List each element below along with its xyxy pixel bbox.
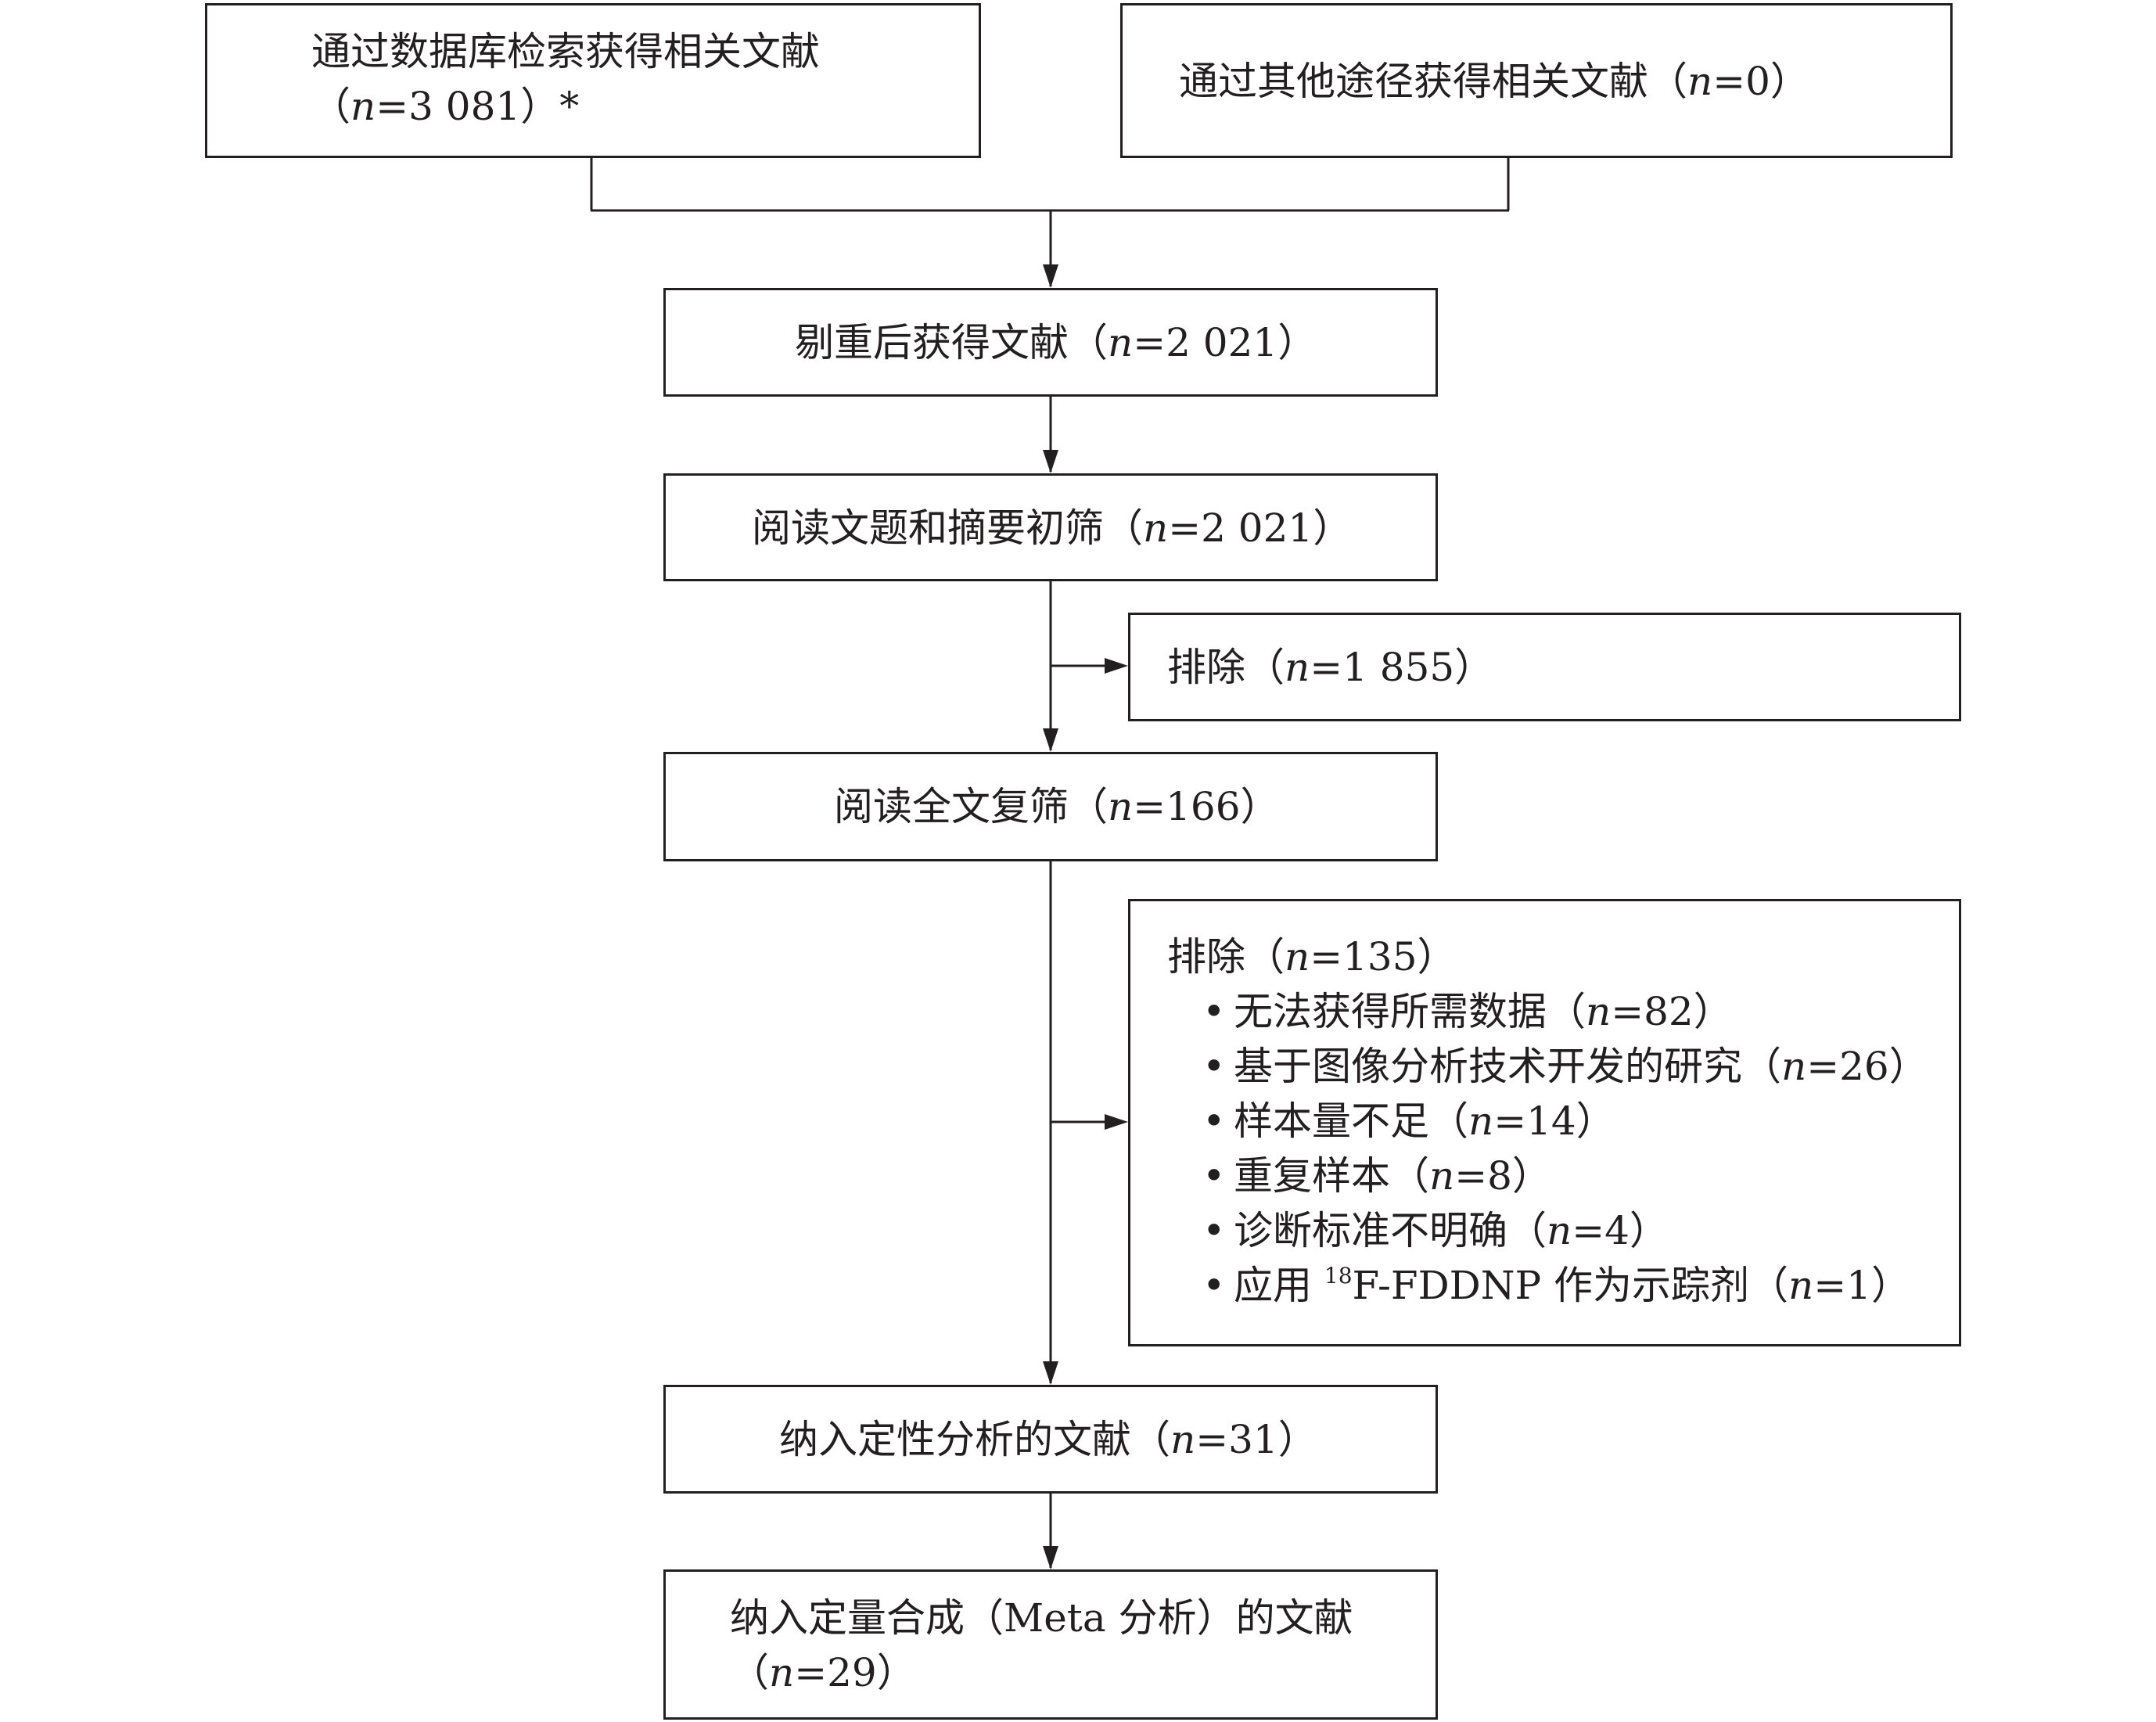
- exclusion-reason: •基于图像分析技术开发的研究（n=26）: [1202, 1039, 1928, 1094]
- exclude-2-header: 排除（n=135）: [1167, 929, 1457, 984]
- reason-n: n: [1788, 1263, 1814, 1308]
- box-other-sources: 通过其他途径获得相关文献（n=0）: [1120, 3, 1953, 158]
- other-sources-value: =0）: [1712, 59, 1809, 104]
- exclude-1-text: 排除（n=1 855）: [1167, 640, 1493, 695]
- exclusion-reason: •无法获得所需数据（n=82）: [1202, 984, 1733, 1039]
- arrowhead-quantitative: [1043, 1546, 1058, 1569]
- other-sources-n: n: [1687, 59, 1713, 104]
- arrowhead-exclude-2: [1105, 1114, 1128, 1130]
- bullet: •: [1202, 989, 1226, 1034]
- qualitative-label: 纳入定性分析的文献（: [779, 1417, 1170, 1462]
- db-search-n: n: [350, 84, 376, 129]
- reason-label: 诊断标准不明确（: [1234, 1208, 1547, 1253]
- quantitative-line1: 纳入定量合成（Meta 分析）的文献: [730, 1595, 1353, 1641]
- other-sources-text: 通过其他途径获得相关文献（n=0）: [1179, 54, 1809, 109]
- qualitative-text: 纳入定性分析的文献（n=31）: [779, 1412, 1317, 1467]
- db-search-line1: 通过数据库检索获得相关文献: [311, 29, 820, 74]
- exclude-1-label: 排除（: [1167, 645, 1285, 690]
- db-search-open: （: [311, 84, 350, 129]
- qualitative-n: n: [1170, 1417, 1196, 1462]
- reason-value: =14）: [1493, 1098, 1615, 1144]
- arrowhead-exclude-1: [1105, 658, 1128, 674]
- full-text-text: 阅读全文复筛（n=166）: [834, 779, 1280, 834]
- db-search-count: （n=3 081）*: [311, 79, 579, 134]
- reason-label: 无法获得所需数据（: [1234, 989, 1586, 1034]
- quantitative-value: =29）: [794, 1650, 916, 1695]
- bullet: •: [1202, 1153, 1226, 1199]
- exclude-1-n: n: [1285, 645, 1310, 690]
- arrowhead-dedup: [1043, 264, 1058, 288]
- exclude-2-label: 排除（: [1167, 934, 1285, 980]
- exclude-2-n: n: [1285, 934, 1310, 980]
- qualitative-value: =31）: [1195, 1417, 1317, 1462]
- box-qualitative-synthesis: 纳入定性分析的文献（n=31）: [663, 1385, 1438, 1494]
- isotope-superscript: 18: [1324, 1263, 1353, 1289]
- bullet: •: [1202, 1208, 1226, 1253]
- bullet: •: [1202, 1098, 1226, 1144]
- dedup-value: =2 021）: [1133, 320, 1317, 365]
- box-exclusion-1: 排除（n=1 855）: [1128, 613, 1961, 721]
- title-abstract-value: =2 021）: [1168, 505, 1353, 551]
- dedup-label: 剔重后获得文献（: [795, 320, 1108, 365]
- quantitative-count: （n=29）: [730, 1645, 916, 1700]
- reason-value: =8）: [1454, 1153, 1551, 1199]
- box-quantitative-synthesis: 纳入定量合成（Meta 分析）的文献 （n=29）: [663, 1569, 1438, 1720]
- bullet: •: [1202, 1263, 1226, 1308]
- arrowhead-title-abstract: [1043, 450, 1058, 473]
- arrowhead-qualitative: [1043, 1361, 1058, 1385]
- quantitative-open: （: [730, 1650, 769, 1695]
- full-text-n: n: [1108, 784, 1134, 829]
- reason-n: n: [1468, 1098, 1494, 1144]
- full-text-value: =166）: [1133, 784, 1280, 829]
- reason-value: =1）: [1813, 1263, 1910, 1308]
- quantitative-n: n: [769, 1650, 795, 1695]
- exclusion-reason: •重复样本（n=8）: [1202, 1149, 1551, 1203]
- reason-value: =82）: [1611, 989, 1733, 1034]
- box-database-search: 通过数据库检索获得相关文献 （n=3 081）*: [205, 3, 981, 158]
- title-abstract-n: n: [1143, 505, 1169, 551]
- box-title-abstract-screening: 阅读文题和摘要初筛（n=2 021）: [663, 473, 1438, 581]
- reason-label: 样本量不足（: [1234, 1098, 1468, 1144]
- box-exclusion-2: 排除（n=135） •无法获得所需数据（n=82） •基于图像分析技术开发的研究…: [1128, 899, 1961, 1346]
- reason-label: 重复样本（: [1234, 1153, 1429, 1199]
- other-sources-label: 通过其他途径获得相关文献（: [1179, 59, 1687, 104]
- reason-value: =4）: [1572, 1208, 1669, 1253]
- title-abstract-label: 阅读文题和摘要初筛（: [752, 505, 1143, 551]
- dedup-text: 剔重后获得文献（n=2 021）: [795, 315, 1317, 370]
- reason-label: 基于图像分析技术开发的研究（: [1234, 1044, 1781, 1089]
- reason-n: n: [1586, 989, 1612, 1034]
- reason-n: n: [1429, 1153, 1455, 1199]
- full-text-label: 阅读全文复筛（: [834, 784, 1108, 829]
- dedup-n: n: [1108, 320, 1134, 365]
- title-abstract-text: 阅读文题和摘要初筛（n=2 021）: [752, 501, 1352, 555]
- reason-label: F-FDDNP 作为示踪剂（: [1352, 1263, 1789, 1308]
- exclusion-reason: •样本量不足（n=14）: [1202, 1094, 1615, 1149]
- reason-value: =26）: [1806, 1044, 1928, 1089]
- reason-n: n: [1781, 1044, 1807, 1089]
- exclude-1-value: =1 855）: [1310, 645, 1494, 690]
- db-search-value: =3 081）*: [376, 84, 580, 129]
- arrowhead-full-text: [1043, 728, 1058, 752]
- box-full-text-screening: 阅读全文复筛（n=166）: [663, 752, 1438, 861]
- bullet: •: [1202, 1044, 1226, 1089]
- reason-n: n: [1547, 1208, 1572, 1253]
- box-dedup: 剔重后获得文献（n=2 021）: [663, 288, 1438, 397]
- exclude-2-value: =135）: [1310, 934, 1457, 980]
- exclusion-reason: •诊断标准不明确（n=4）: [1202, 1203, 1669, 1258]
- reason-label: 应用: [1234, 1263, 1324, 1308]
- exclusion-reason: •应用 18F-FDDNP 作为示踪剂（n=1）: [1202, 1258, 1910, 1313]
